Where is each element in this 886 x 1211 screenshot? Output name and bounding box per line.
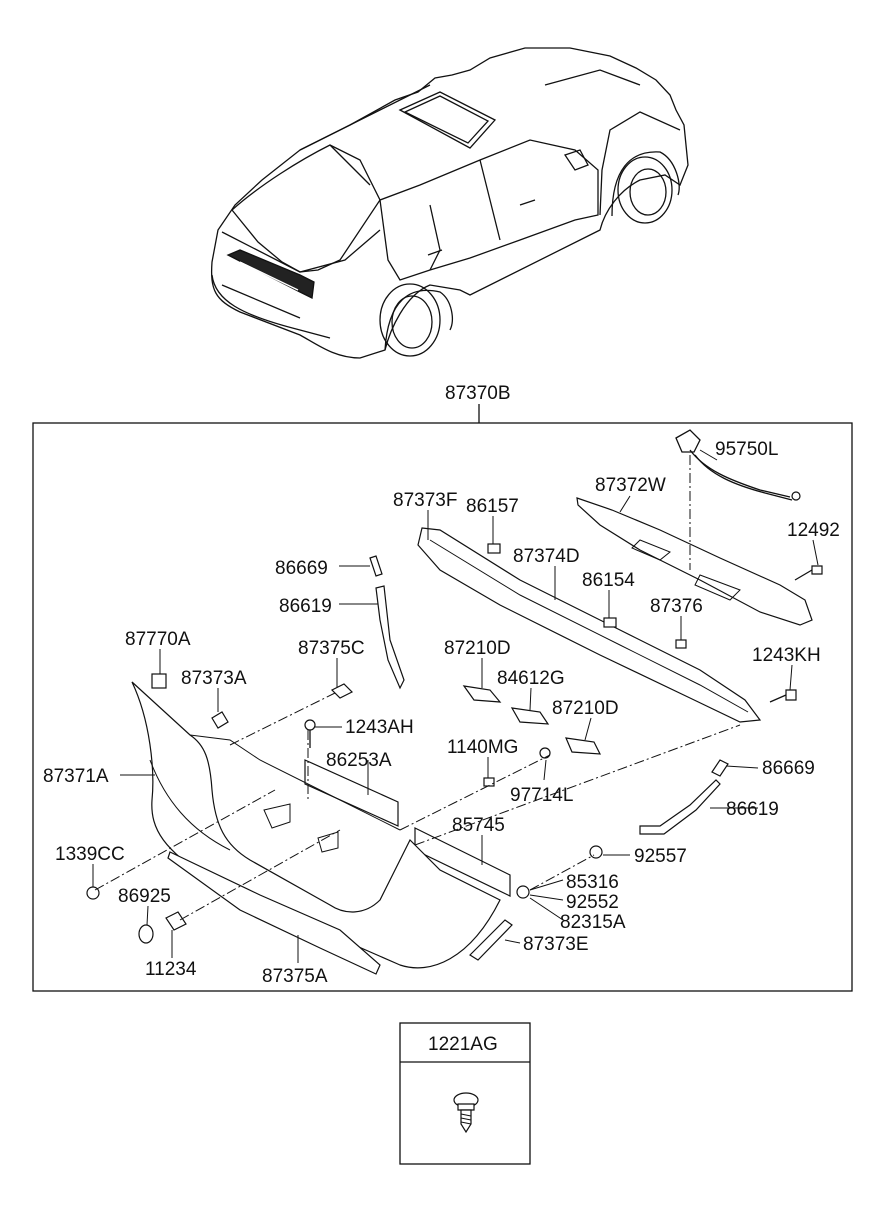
parts-drawings xyxy=(86,429,823,975)
callout-97714L: 97714L xyxy=(510,785,573,806)
legend-label: 1221AG xyxy=(428,1034,498,1055)
callout-86669-left: 86669 xyxy=(275,558,328,579)
callout-85745: 85745 xyxy=(452,815,505,836)
assembly-frame xyxy=(32,422,853,992)
callout-87373A: 87373A xyxy=(181,668,247,689)
callout-87376: 87376 xyxy=(650,596,703,617)
legend-box: 1221AG xyxy=(399,1022,531,1165)
assembly-label: 87370B xyxy=(445,383,511,404)
callout-1339CC: 1339CC xyxy=(55,844,125,865)
callout-86619-right: 86619 xyxy=(726,799,779,820)
callout-95750L: 95750L xyxy=(715,439,778,460)
callout-86925: 86925 xyxy=(118,886,171,907)
callout-87210D-bottom: 87210D xyxy=(552,698,619,719)
vehicle-illustration xyxy=(210,47,689,359)
callout-11234: 11234 xyxy=(145,959,197,980)
assembly-lines xyxy=(94,692,741,921)
screw-icon xyxy=(453,1092,479,1134)
callout-87372W: 87372W xyxy=(595,475,666,496)
callout-86669-right: 86669 xyxy=(762,758,815,779)
callout-84612G: 84612G xyxy=(497,668,565,689)
callout-12492: 12492 xyxy=(787,520,840,541)
callout-87210D-top: 87210D xyxy=(444,638,511,659)
callout-87375A: 87375A xyxy=(262,966,328,987)
callout-1243KH: 1243KH xyxy=(752,645,821,666)
callout-92552: 92552 xyxy=(566,892,619,913)
callout-1140MG: 1140MG xyxy=(447,737,518,758)
part-callouts: 95750L 87373F 86157 87372W 12492 87374D … xyxy=(43,439,840,987)
leader-lines xyxy=(92,449,819,963)
callout-86253A: 86253A xyxy=(326,750,392,771)
callout-86619-left: 86619 xyxy=(279,596,332,617)
callout-1243AH: 1243AH xyxy=(345,717,414,738)
callout-92557: 92557 xyxy=(634,846,687,867)
callout-87374D: 87374D xyxy=(513,546,580,567)
callout-86154: 86154 xyxy=(582,570,635,591)
callout-87375C: 87375C xyxy=(298,638,365,659)
callout-87373F: 87373F xyxy=(393,490,457,511)
callout-87373E: 87373E xyxy=(523,934,589,955)
callout-85316: 85316 xyxy=(566,872,619,893)
callout-82315A: 82315A xyxy=(560,912,626,933)
callout-86157: 86157 xyxy=(466,496,519,517)
callout-87371A: 87371A xyxy=(43,766,109,787)
callout-87770A: 87770A xyxy=(125,629,191,650)
